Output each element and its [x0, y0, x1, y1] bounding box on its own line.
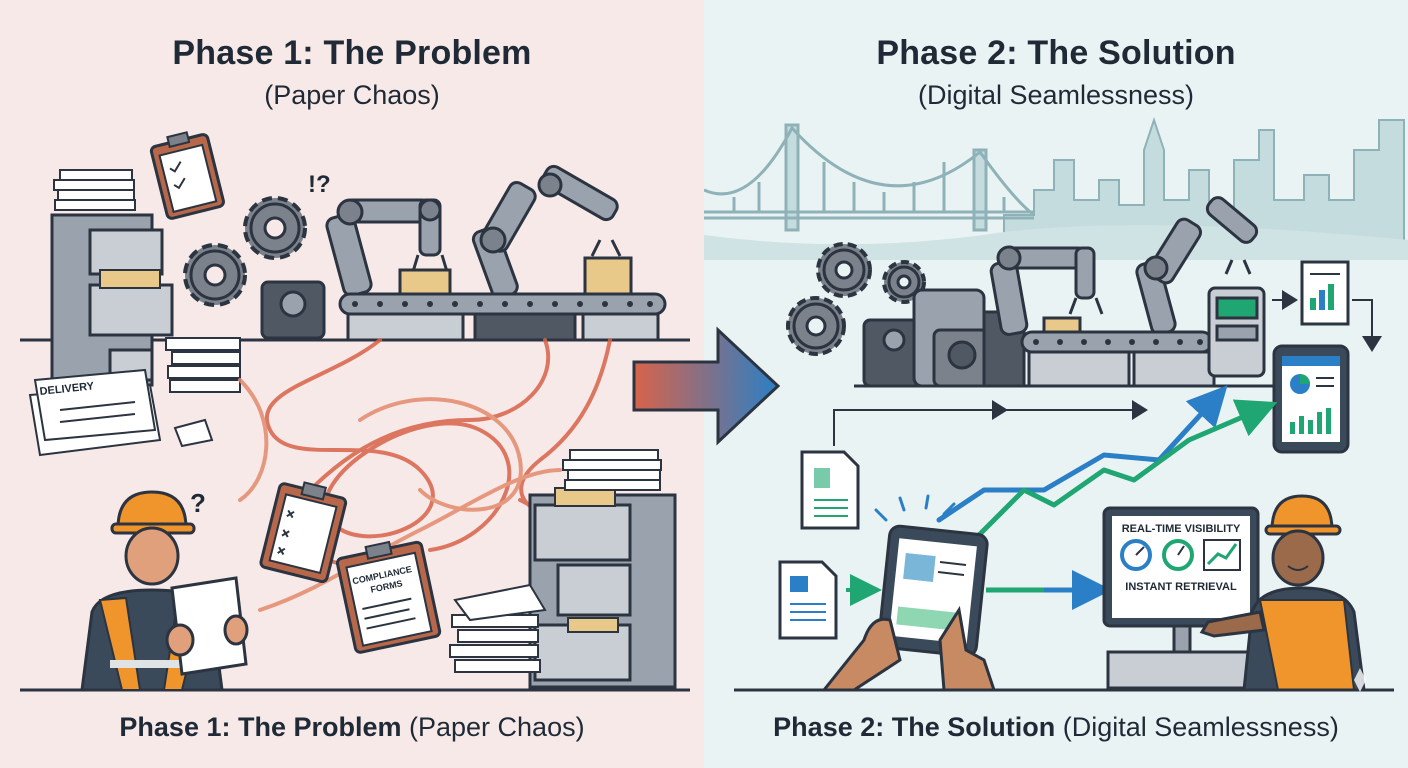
machine-block: [260, 280, 326, 340]
handheld-tablet: [820, 494, 997, 692]
gear-icon: [816, 242, 872, 298]
digital-scanner-machine: [1207, 286, 1266, 378]
phase1-illustration: DELIVERY: [20, 131, 690, 692]
robot-arm-left: [325, 198, 452, 297]
bridge: [704, 123, 1035, 232]
confused-worker: ?: [80, 488, 249, 692]
conveyor-belt: [338, 292, 667, 342]
report-document-icon: [1300, 260, 1350, 326]
phase1-panel: Phase 1: The Problem (Paper Chaos): [0, 0, 704, 768]
gear-icon: [786, 296, 846, 356]
happy-worker: [1199, 494, 1366, 692]
analytics-tablet: [1272, 344, 1350, 454]
digital-document-icon: [778, 560, 838, 640]
phase2-caption-bold: Phase 2: The Solution: [773, 712, 1056, 742]
clipboard-top: [149, 131, 225, 220]
gear-icon: [183, 243, 247, 307]
paper-stack-middle: [165, 337, 241, 393]
clipboard-middle: [259, 481, 348, 584]
paper-stack-top: [53, 169, 136, 211]
filing-cabinet-right: [528, 487, 677, 689]
instant-retrieval-label: INSTANT RETRIEVAL: [1125, 581, 1237, 593]
phase2-illustration: REAL-TIME VISIBILITY INSTANT RETRIEVAL: [704, 116, 1408, 692]
growth-trend-lines: [936, 385, 1278, 538]
phase2-subheading: (Digital Seamlessness): [917, 80, 1195, 110]
paper-stack-right: [562, 449, 662, 491]
phase2-heading: Phase 2: The Solution: [876, 34, 1236, 72]
phase1-heading: Phase 1: The Problem: [172, 34, 532, 72]
question-mark-label: ?: [190, 488, 206, 518]
city-skyline: [1003, 116, 1405, 251]
phase2-caption-rest: (Digital Seamlessness): [1055, 712, 1339, 742]
confusion-label: !?: [308, 171, 331, 198]
phase1-subheading: (Paper Chaos): [264, 80, 440, 110]
gear-icon: [882, 260, 926, 304]
compliance-forms-clipboard: COMPLIANCE FORMS: [335, 540, 442, 654]
delivery-papers: DELIVERY: [28, 368, 162, 457]
delivery-label: DELIVERY: [39, 380, 95, 398]
realtime-visibility-label: REAL-TIME VISIBILITY: [1122, 523, 1241, 535]
phase1-caption-rest: (Paper Chaos): [401, 712, 585, 742]
paper-scrap: [173, 418, 214, 448]
robot-arm-right: [1135, 196, 1259, 336]
filing-cabinet-left: [50, 213, 174, 387]
phase1-caption-bold: Phase 1: The Problem: [119, 712, 402, 742]
phase2-caption: Phase 2: The Solution (Digital Seamlessn…: [704, 712, 1408, 743]
paper-pile-floor: [449, 583, 547, 673]
robot-arm-left: [989, 245, 1104, 336]
conveyor-belt: [1020, 330, 1216, 388]
factory-machine: [862, 288, 1026, 388]
phase1-caption: Phase 1: The Problem (Paper Chaos): [0, 712, 704, 743]
robot-arm-right: [471, 164, 633, 300]
phase2-panel: Phase 2: The Solution (Digital Seamlessn…: [704, 0, 1408, 768]
visibility-monitor: REAL-TIME VISIBILITY INSTANT RETRIEVAL: [1102, 506, 1286, 690]
gear-icon: [243, 196, 307, 260]
sparkle-icon: [1354, 668, 1366, 692]
digital-document-icon: [800, 450, 860, 530]
